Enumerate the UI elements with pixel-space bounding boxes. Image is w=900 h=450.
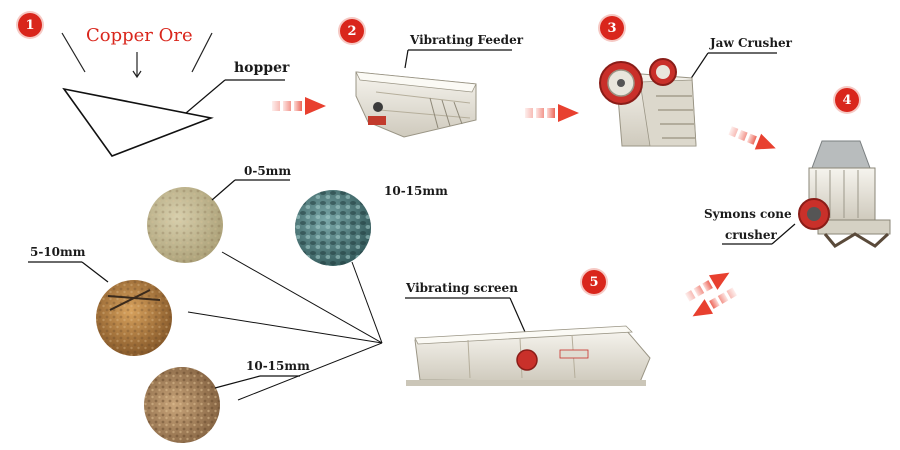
jaw-crusher-image xyxy=(599,52,777,147)
copper-ore-hopper xyxy=(61,32,285,157)
symons-cone-label-line2: crusher xyxy=(725,228,777,242)
step-badge-5: 5 xyxy=(582,270,606,294)
flow-arrow-2-3 xyxy=(525,104,579,122)
step-badge-1: 1 xyxy=(18,13,42,37)
product-distribution-lines xyxy=(187,251,383,401)
symons-cone-label-line1: Symons cone xyxy=(704,207,792,221)
cone-leader-line xyxy=(771,223,796,245)
hopper-shape xyxy=(62,87,214,157)
product-sample-5-10mm xyxy=(28,261,172,356)
product-label-10-15mm-top: 10-15mm xyxy=(384,184,448,198)
product-label-10-15mm-bottom: 10-15mm xyxy=(246,359,310,373)
ore-fall-line-left xyxy=(61,32,86,73)
product-sample-0-5mm xyxy=(147,179,290,263)
product-label-5-10mm: 5-10mm xyxy=(30,245,86,259)
jaw-crusher-label: Jaw Crusher xyxy=(710,36,792,50)
product-sample-10-15mm-top xyxy=(295,190,371,266)
copper-ore-title: Copper Ore xyxy=(86,25,193,46)
step-badge-2: 2 xyxy=(340,19,364,43)
ore-fall-arrow-head xyxy=(132,70,142,79)
vibrating-feeder-label: Vibrating Feeder xyxy=(410,33,524,47)
vibrating-screen-label: Vibrating screen xyxy=(406,281,518,295)
product-sample-10-15mm-bottom xyxy=(144,367,300,443)
vibrating-screen-image xyxy=(405,297,651,386)
cone-crusher-image xyxy=(722,140,891,248)
step-badge-4: 4 xyxy=(835,88,859,112)
step-badge-3: 3 xyxy=(600,16,624,40)
vibrating-feeder-image xyxy=(355,49,512,138)
flow-arrow-1-2 xyxy=(272,97,326,115)
flow-arrow-4-5 xyxy=(684,272,738,317)
hopper-leader-line xyxy=(185,79,226,114)
ore-fall-line-right xyxy=(191,32,213,73)
feeder-leader-line xyxy=(404,49,409,69)
product-label-0-5mm: 0-5mm xyxy=(244,164,292,178)
jaw-leader-line xyxy=(689,52,709,81)
flow-arrow-3-4 xyxy=(728,126,776,150)
screen-leader-line xyxy=(509,297,526,333)
hopper-label: hopper xyxy=(234,60,290,76)
